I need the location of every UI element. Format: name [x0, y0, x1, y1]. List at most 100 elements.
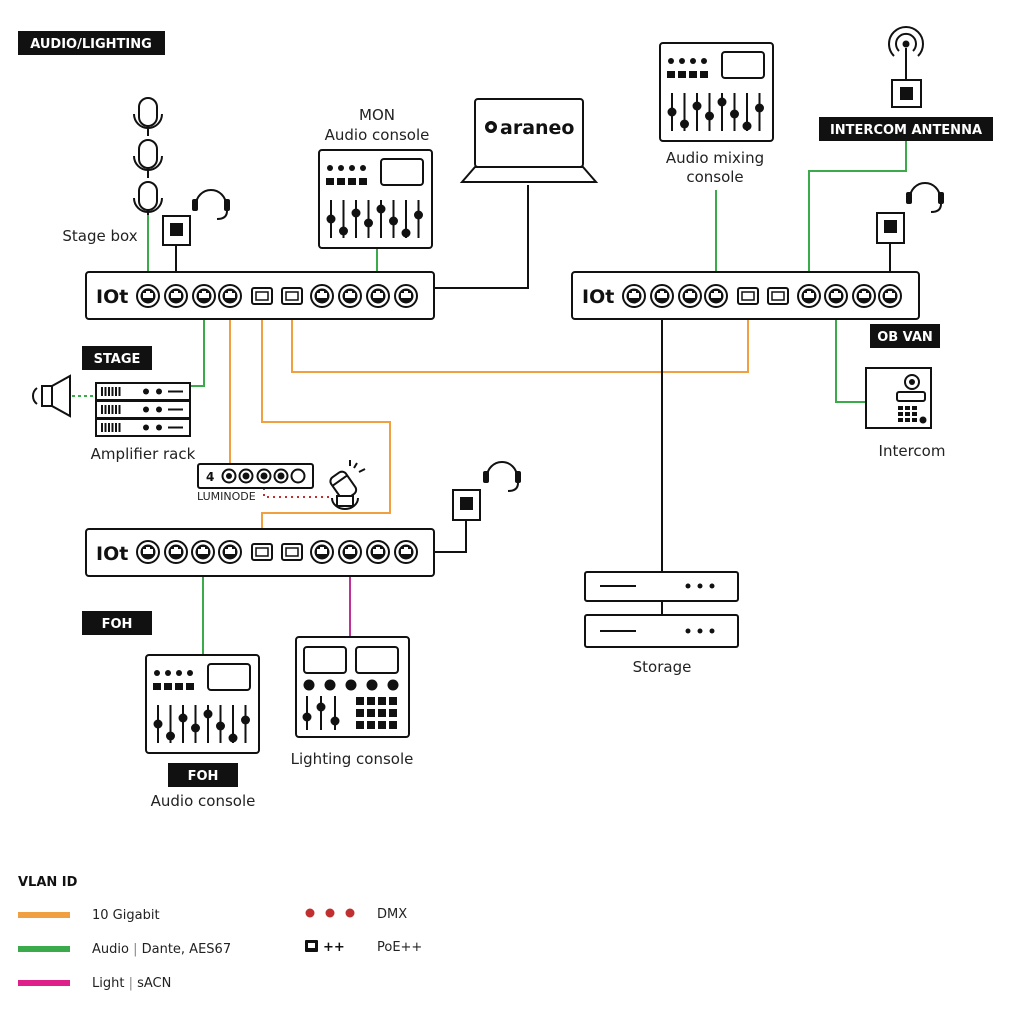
- wire-audio-intercom: [835, 296, 866, 403]
- wire-audio-amp: [190, 296, 205, 387]
- amplifier-rack-icon: [95, 382, 191, 437]
- rj45-port: [366, 284, 390, 308]
- label-mon-audio-console: Audio console: [325, 126, 430, 144]
- antenna-icon: [888, 25, 924, 108]
- microphone-icon: [133, 97, 163, 215]
- headset-icon: [483, 461, 521, 492]
- rj45-port: [310, 284, 334, 308]
- luminode-node: 4: [197, 463, 314, 489]
- lighting-console-icon: [295, 636, 410, 738]
- label-audio-mixing: Audio mixing: [666, 149, 764, 167]
- svg-text:INTERCOM ANTENNA: INTERCOM ANTENNA: [830, 123, 982, 138]
- wire-laptop: [433, 185, 529, 289]
- moving-head-light-icon: [329, 460, 366, 510]
- svg-text:Light | sACN: Light | sACN: [92, 976, 171, 991]
- rj45-port: [191, 540, 215, 564]
- label-lighting-console: Lighting console: [291, 750, 414, 768]
- svg-text:FOH: FOH: [102, 617, 133, 632]
- rj45-port: [164, 540, 188, 564]
- poe-port-icon: [305, 940, 318, 952]
- switch-top-left-ports: [136, 284, 418, 308]
- rj45-port: [824, 284, 848, 308]
- svg-text:++: ++: [323, 940, 345, 955]
- svg-text:STAGE: STAGE: [94, 352, 141, 367]
- intercom-panel-icon: [865, 367, 932, 429]
- switch-top-right: IOt: [571, 271, 920, 320]
- label-amplifier-rack: Amplifier rack: [91, 445, 196, 463]
- switch-bottom-ports: [136, 540, 418, 564]
- badge-ob-van: OB VAN: [870, 324, 940, 348]
- legend-title: VLAN ID: [18, 875, 78, 890]
- svg-text:FOH: FOH: [188, 769, 219, 784]
- svg-text:IOt: IOt: [582, 286, 614, 308]
- beltpack-icon: [876, 212, 905, 244]
- rj45-port: [310, 540, 334, 564]
- label-stage-box: Stage box: [62, 227, 137, 245]
- rj45-port: [622, 284, 646, 308]
- sfp-port: [281, 543, 303, 561]
- foh-audio-console-icon: [145, 654, 260, 754]
- sfp-port: [251, 543, 273, 561]
- svg-text:10 Gigabit: 10 Gigabit: [92, 908, 160, 923]
- svg-text:IOt: IOt: [96, 286, 128, 308]
- rj45-port: [650, 284, 674, 308]
- rj45-port: [366, 540, 390, 564]
- switch-top-right-ports: [622, 284, 902, 308]
- badge-foh-console: FOH: [168, 763, 238, 787]
- wire-audio-antenna: [808, 141, 907, 296]
- storage-server-icon: [584, 571, 739, 648]
- label-luminode: LUMINODE: [197, 490, 256, 503]
- svg-text:4: 4: [206, 470, 214, 484]
- araneo-logo: araneo: [500, 117, 574, 139]
- headset-icon: [906, 182, 944, 213]
- legend-item-light: Light | sACN: [18, 976, 171, 991]
- badge-stage: STAGE: [82, 346, 152, 370]
- legend-item-poe: ++ PoE++: [305, 940, 422, 955]
- beltpack-icon: [162, 215, 191, 246]
- rj45-port: [192, 284, 216, 308]
- switch-bottom: IOt: [85, 528, 435, 577]
- svg-text:OB VAN: OB VAN: [877, 330, 933, 345]
- sfp-port: [251, 287, 273, 305]
- label-foh-audio-console: Audio console: [151, 792, 256, 810]
- legend-item-audio: Audio | Dante, AES67: [18, 942, 231, 957]
- headset-icon: [192, 189, 230, 220]
- rj45-port: [218, 540, 242, 564]
- rj45-port: [878, 284, 902, 308]
- wire-10g-tl-to-bottom: [261, 296, 391, 548]
- sfp-port: [281, 287, 303, 305]
- rj45-port: [394, 540, 418, 564]
- legend-item-10g: 10 Gigabit: [18, 908, 160, 923]
- beltpack-icon: [452, 489, 481, 521]
- badge-audio-lighting: AUDIO/LIGHTING: [18, 31, 165, 55]
- rj45-port: [678, 284, 702, 308]
- badge-intercom-antenna: INTERCOM ANTENNA: [819, 117, 993, 141]
- rj45-port: [164, 284, 188, 308]
- speaker-icon: [32, 374, 71, 418]
- mon-audio-console-icon: [318, 149, 433, 249]
- label-audio-mixing-console: console: [686, 168, 743, 186]
- sfp-port: [767, 287, 789, 305]
- badge-foh-area: FOH: [82, 611, 152, 635]
- rj45-port: [797, 284, 821, 308]
- svg-text:IOt: IOt: [96, 543, 128, 565]
- legend-item-dmx: DMX: [305, 907, 407, 922]
- label-storage: Storage: [633, 658, 692, 676]
- rj45-port: [394, 284, 418, 308]
- wire-10g-tl-to-tr: [291, 296, 749, 373]
- rj45-port: [136, 284, 160, 308]
- svg-text:AUDIO/LIGHTING: AUDIO/LIGHTING: [30, 37, 152, 52]
- label-mon: MON: [359, 106, 395, 124]
- audio-mixing-console-icon: [659, 42, 774, 142]
- rj45-port: [136, 540, 160, 564]
- rj45-port: [338, 284, 362, 308]
- svg-text:Audio | Dante, AES67: Audio | Dante, AES67: [92, 942, 231, 957]
- sfp-port: [737, 287, 759, 305]
- svg-text:DMX: DMX: [377, 907, 407, 922]
- laptop-icon: araneo: [459, 98, 599, 183]
- rj45-port: [338, 540, 362, 564]
- rj45-port: [218, 284, 242, 308]
- rj45-port: [704, 284, 728, 308]
- label-intercom: Intercom: [879, 442, 946, 460]
